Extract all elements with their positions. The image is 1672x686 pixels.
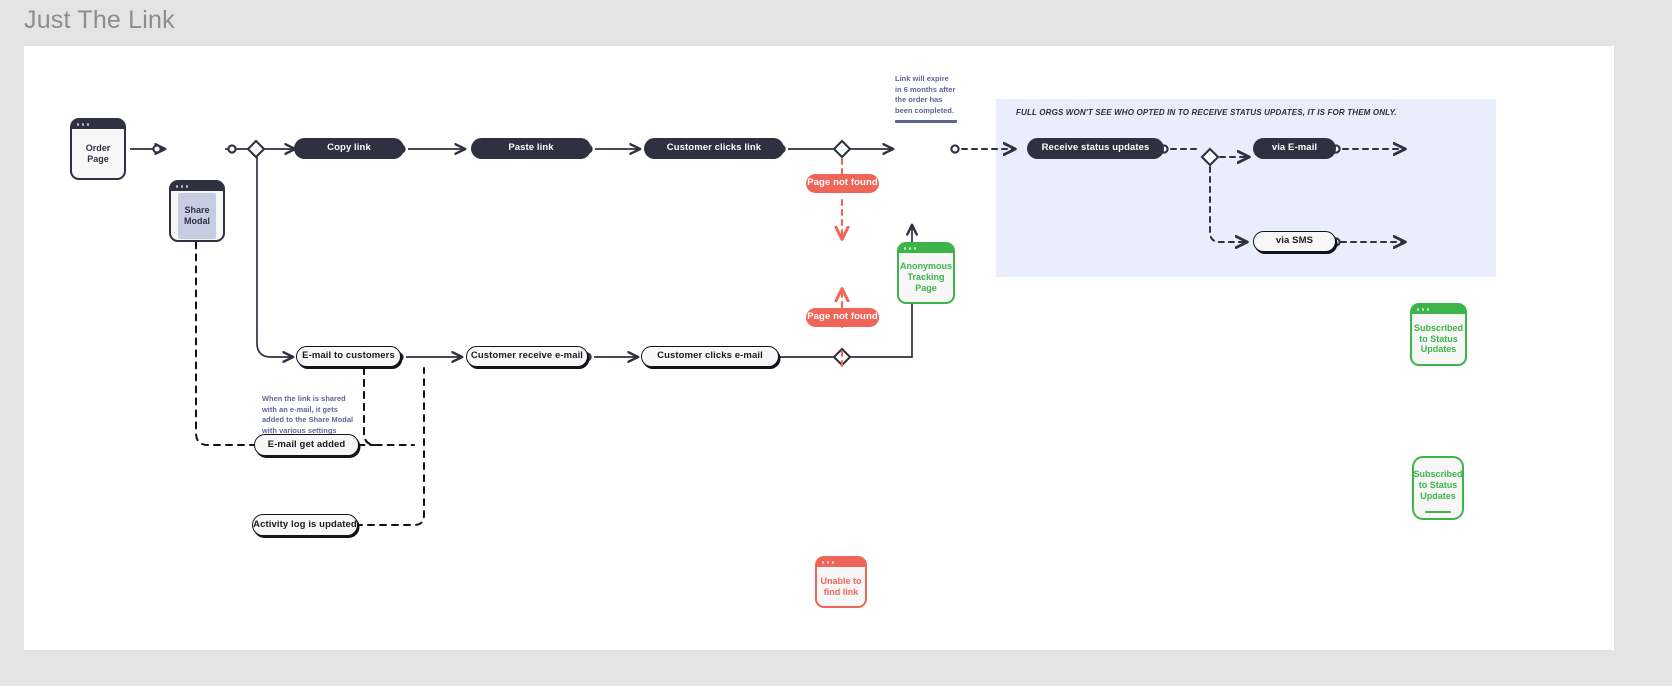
node-share-modal[interactable]: Share Modal: [169, 180, 225, 242]
window-dot-icon: [831, 561, 835, 564]
node-email-to-customers[interactable]: E-mail to customers: [296, 346, 401, 367]
node-receive-status-updates[interactable]: Receive status updates: [1027, 138, 1164, 159]
window-dot-icon: [913, 247, 917, 250]
window-dot-icon: [1426, 308, 1430, 311]
window-dot-icon: [908, 247, 912, 250]
node-customer-receive-email[interactable]: Customer receive e-mail: [466, 346, 588, 367]
diagram-canvas[interactable]: FULL ORGS WON'T SEE WHO OPTED IN TO RECE…: [24, 46, 1614, 650]
window-dot-icon: [1421, 308, 1425, 311]
node-label: Customer receive e-mail: [470, 350, 584, 362]
node-via-sms[interactable]: via SMS: [1253, 231, 1336, 252]
note-link-expiry: Link will expire in 6 months after the o…: [895, 74, 957, 123]
window-titlebar: [1412, 305, 1465, 314]
node-via-email[interactable]: via E-mail: [1253, 138, 1336, 159]
node-subscribed-phone[interactable]: Subscribed to Status Updates: [1412, 456, 1464, 520]
node-label: E-mail get added: [267, 438, 346, 450]
node-label: Subscribed to Status Updates: [1412, 314, 1465, 364]
window-dot-icon: [826, 561, 830, 564]
node-label: Page not found: [807, 177, 878, 189]
node-order-page[interactable]: Order Page: [70, 118, 126, 180]
node-customer-clicks-link[interactable]: Customer clicks link: [644, 138, 784, 159]
node-activity-log-updated[interactable]: Activity log is updated: [252, 514, 358, 536]
window-dot-icon: [185, 185, 189, 188]
window-dot-icon: [77, 123, 80, 126]
window-dot-icon: [176, 185, 179, 188]
window-content: Share Modal: [171, 191, 223, 240]
window-dot-icon: [180, 185, 184, 188]
window-titlebar: [171, 182, 223, 191]
node-label: Order Page: [72, 129, 124, 178]
node-label: Receive status updates: [1041, 142, 1150, 154]
window-titlebar: [817, 558, 865, 567]
node-label: Anonymous Tracking Page: [899, 253, 953, 302]
org-scope-panel-note: FULL ORGS WON'T SEE WHO OPTED IN TO RECE…: [1016, 108, 1397, 117]
window-titlebar: [72, 120, 124, 129]
window-dot-icon: [1417, 308, 1420, 311]
node-label: Unable to find link: [817, 567, 865, 606]
node-customer-clicks-email[interactable]: Customer clicks e-mail: [641, 346, 779, 367]
window-dot-icon: [86, 123, 90, 126]
node-subscribed-browser[interactable]: Subscribed to Status Updates: [1410, 303, 1467, 366]
node-label: Subscribed to Status Updates: [1413, 469, 1463, 502]
node-label: Copy link: [327, 142, 371, 154]
node-unable-to-find-link[interactable]: Unable to find link: [815, 556, 867, 608]
node-email-get-added[interactable]: E-mail get added: [254, 434, 359, 456]
node-label: Customer clicks e-mail: [657, 350, 763, 362]
node-label: Paste link: [508, 142, 554, 154]
node-page-not-found-top[interactable]: Page not found: [806, 174, 879, 193]
node-label: via SMS: [1275, 235, 1314, 247]
window-dot-icon: [81, 123, 85, 126]
node-label: via E-mail: [1271, 142, 1318, 154]
phone-home-indicator-icon: [1425, 510, 1451, 513]
page-title: Just The Link: [24, 6, 175, 34]
note-text: Link will expire in 6 months after the o…: [895, 74, 956, 115]
node-label: Share Modal: [178, 193, 216, 239]
node-label: Page not found: [807, 311, 878, 323]
note-underline: [895, 120, 957, 123]
window-titlebar: [899, 244, 953, 253]
window-dot-icon: [904, 247, 907, 250]
node-paste-link[interactable]: Paste link: [471, 138, 591, 159]
node-label: Activity log is updated: [253, 518, 357, 530]
note-text: When the link is shared with an e-mail, …: [262, 394, 354, 435]
node-label: Customer clicks link: [666, 142, 762, 154]
node-anonymous-tracking-page[interactable]: Anonymous Tracking Page: [897, 242, 955, 304]
node-page-not-found-bottom[interactable]: Page not found: [806, 308, 879, 327]
node-copy-link[interactable]: Copy link: [294, 138, 404, 159]
window-dot-icon: [822, 561, 825, 564]
node-label: E-mail to customers: [302, 350, 395, 362]
